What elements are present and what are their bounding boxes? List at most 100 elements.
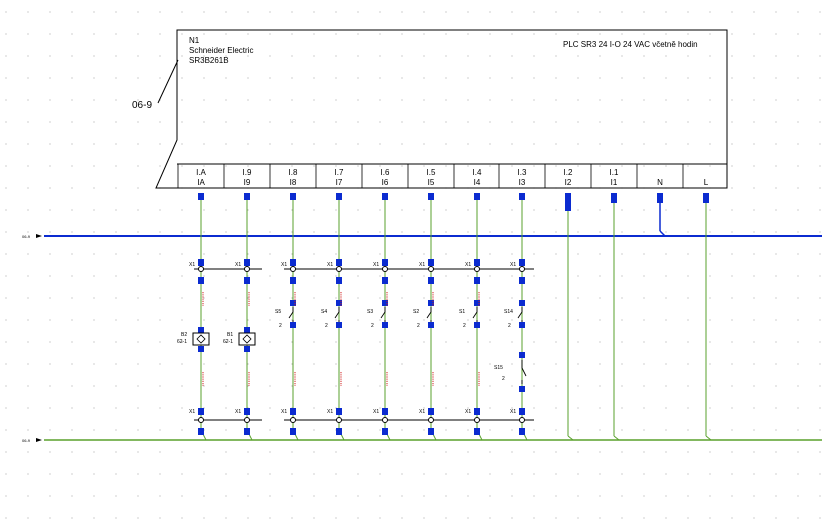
switch-contact-icon[interactable]: [334, 307, 340, 322]
grid-dot: [159, 165, 161, 167]
terminal-point[interactable]: [474, 266, 480, 272]
switch-contact-icon[interactable]: [517, 307, 523, 322]
grid-dot: [93, 275, 95, 277]
grid-dot: [599, 429, 601, 431]
grid-dot: [709, 99, 711, 101]
plc-block[interactable]: N1 Schneider Electric SR3B261B PLC SR3 2…: [155, 29, 728, 189]
terminal-tag: X1: [327, 262, 333, 268]
grid-dot: [489, 297, 491, 299]
wire-node: [519, 300, 525, 306]
grid-dot: [137, 363, 139, 365]
terminal-point[interactable]: [290, 266, 296, 272]
grid-dot: [335, 385, 337, 387]
grid-dot: [819, 143, 821, 145]
grid-dot: [313, 11, 315, 13]
plc-terminal[interactable]: I.6I6: [361, 164, 390, 188]
grid-dot: [49, 451, 51, 453]
terminal-point[interactable]: [519, 417, 525, 423]
grid-dot: [687, 231, 689, 233]
grid-dot: [797, 99, 799, 101]
grid-dot: [599, 165, 601, 167]
grid-dot: [797, 473, 799, 475]
plc-terminal[interactable]: L: [682, 164, 709, 188]
grid-dot: [203, 385, 205, 387]
plc-terminal[interactable]: I.1I1: [590, 164, 619, 188]
grid-dot: [511, 275, 513, 277]
plc-terminal[interactable]: I.9I9: [223, 164, 252, 188]
grid-dot: [181, 297, 183, 299]
grid-dot: [137, 143, 139, 145]
terminal-point[interactable]: [519, 266, 525, 272]
grid-dot: [423, 297, 425, 299]
grid-dot: [115, 165, 117, 167]
supply-rail-blue[interactable]: 06-9: [22, 234, 822, 239]
grid-dot: [445, 77, 447, 79]
grid-dot: [357, 451, 359, 453]
terminal-point[interactable]: [198, 266, 204, 272]
switch-contact-icon[interactable]: [472, 307, 478, 322]
grid-dot: [445, 341, 447, 343]
grid-dot: [291, 55, 293, 57]
terminal-point[interactable]: [244, 266, 250, 272]
proximity-sensor-icon[interactable]: [192, 332, 210, 346]
plc-terminal[interactable]: N: [636, 164, 663, 188]
grid-dot: [71, 275, 73, 277]
grid-dot: [203, 363, 205, 365]
grid-dot: [687, 165, 689, 167]
switch-contact-icon[interactable]: [380, 307, 386, 322]
grid-dot: [511, 77, 513, 79]
switch-contact-icon[interactable]: [426, 307, 432, 322]
grid-dot: [423, 11, 425, 13]
terminal-point[interactable]: [382, 266, 388, 272]
grid-dot: [247, 319, 249, 321]
wire-node: [474, 428, 480, 435]
grid-dot: [555, 33, 557, 35]
terminal-point[interactable]: [428, 417, 434, 423]
grid-dot: [489, 77, 491, 79]
grid-dot: [357, 385, 359, 387]
terminal-point[interactable]: [198, 417, 204, 423]
terminal-point[interactable]: [382, 417, 388, 423]
grid-dot: [27, 121, 29, 123]
grid-dot: [555, 77, 557, 79]
terminal-point[interactable]: [474, 417, 480, 423]
grid-dot: [423, 341, 425, 343]
grid-dot: [709, 297, 711, 299]
grid-dot: [643, 341, 645, 343]
terminal-point[interactable]: [244, 417, 250, 423]
switch-contact-icon[interactable]: [521, 360, 527, 384]
supply-rail-green[interactable]: 06-9: [22, 438, 822, 443]
grid-dot: [379, 429, 381, 431]
plc-terminal[interactable]: I.3I3: [498, 164, 527, 188]
plc-terminal[interactable]: I.2I2: [544, 164, 573, 188]
switch-ref: S4: [321, 309, 327, 315]
grid-dot: [467, 77, 469, 79]
grid-dot: [379, 143, 381, 145]
grid-dot: [203, 275, 205, 277]
plc-terminal[interactable]: I.5I5: [407, 164, 436, 188]
plc-terminal[interactable]: I.4I4: [453, 164, 482, 188]
wire-node: [382, 300, 388, 306]
switch-ref: S15: [494, 365, 503, 371]
grid-dot: [401, 363, 403, 365]
plc-terminals: I.AIA I.9I9 I.8I8 I.7I7 I.6I6 I.5I5 I.4I4 I.3I3…: [177, 164, 709, 188]
grid-dot: [225, 121, 227, 123]
grid-dot: [819, 33, 821, 35]
plc-terminal[interactable]: I.8I8: [269, 164, 298, 188]
plc-terminal[interactable]: I.7I7: [315, 164, 344, 188]
grid-dot: [467, 33, 469, 35]
grid-dot: [247, 517, 249, 519]
proximity-sensor-icon[interactable]: [238, 332, 256, 346]
grid-dot: [445, 297, 447, 299]
switch-contact-icon[interactable]: [288, 307, 294, 322]
grid-dot: [445, 275, 447, 277]
terminal-point[interactable]: [336, 266, 342, 272]
plc-terminal[interactable]: I.AIA: [177, 164, 207, 188]
terminal-point[interactable]: [428, 266, 434, 272]
terminal-point[interactable]: [336, 417, 342, 423]
grid-dot: [71, 165, 73, 167]
grid-dot: [797, 253, 799, 255]
terminal-point[interactable]: [290, 417, 296, 423]
grid-dot: [467, 11, 469, 13]
grid-dot: [313, 33, 315, 35]
